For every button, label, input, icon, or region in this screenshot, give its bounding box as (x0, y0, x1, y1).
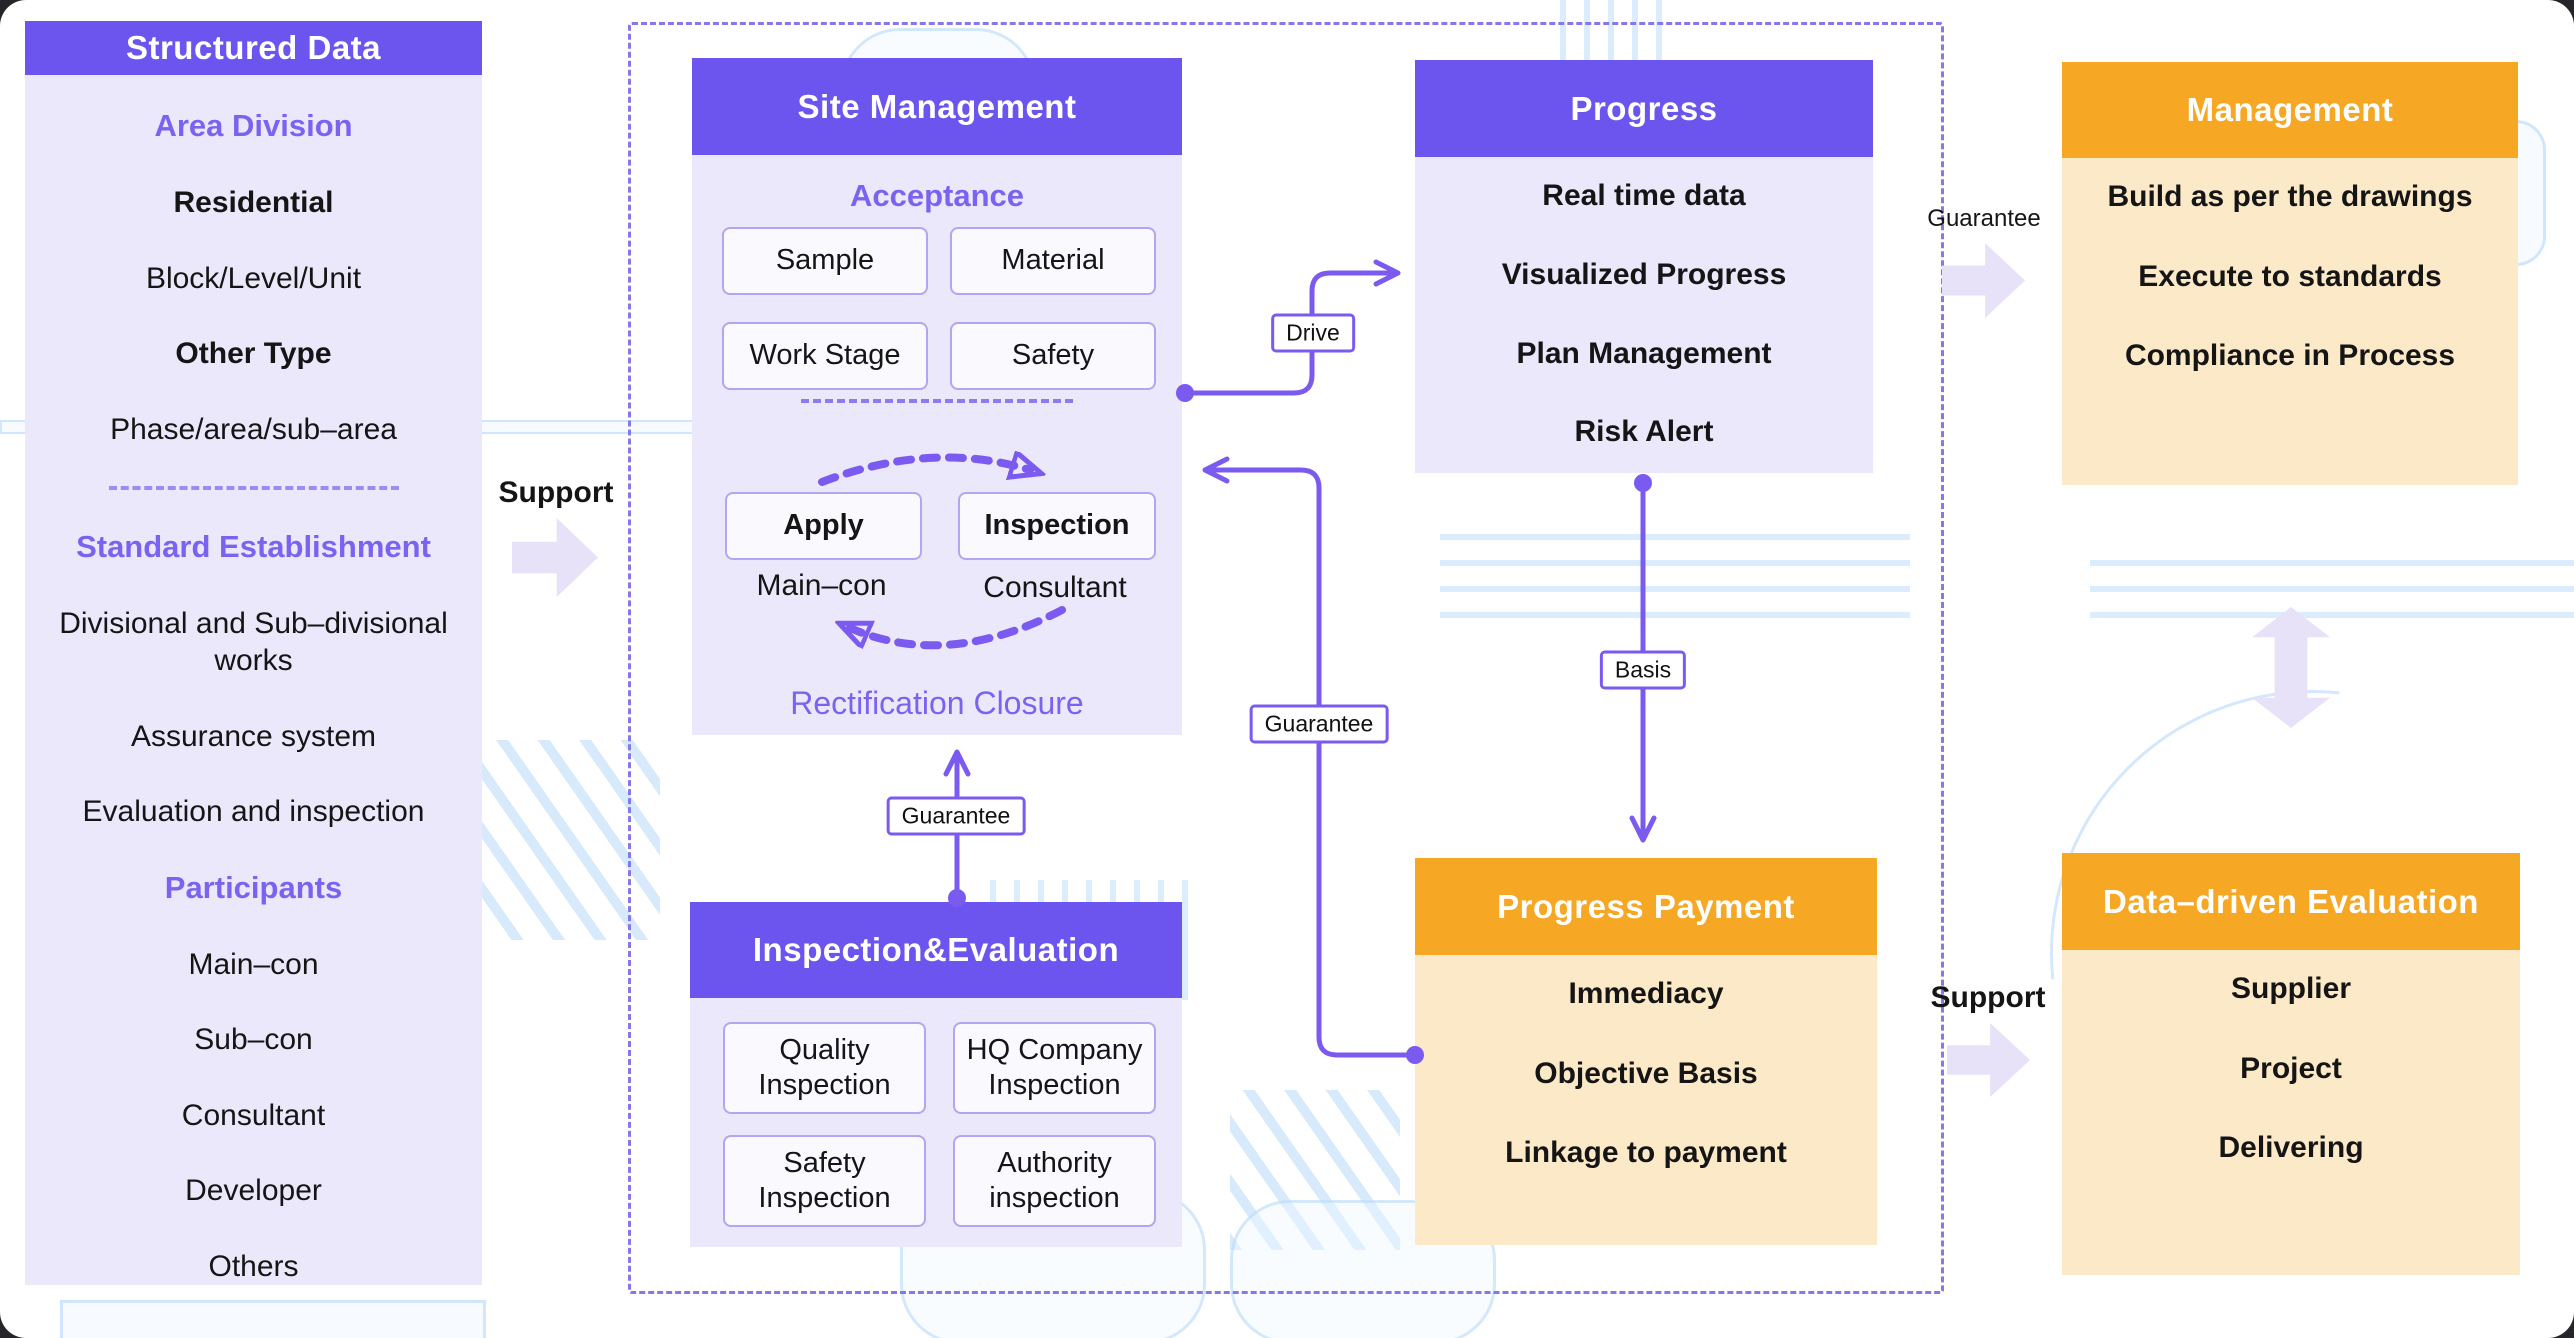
apply-node: Apply (725, 492, 922, 560)
structured-data-header: Structured Data (25, 21, 482, 76)
management-evaluation-updown-arrow-icon (2252, 607, 2330, 728)
progress-panel: Progress Real time data Visualized Progr… (1415, 60, 1873, 473)
data-driven-evaluation-body: Supplier Project Delivering (2062, 950, 2520, 1275)
list-item: Risk Alert (1574, 415, 1714, 449)
list-item: Block/Level/Unit (145, 261, 362, 295)
management-guarantee-label: Guarantee (1927, 205, 2041, 232)
list-item: Sub–con (194, 1023, 313, 1056)
data-driven-evaluation-header: Data–driven Evaluation (2062, 853, 2520, 950)
list-item: Objective Basis (1534, 1056, 1758, 1090)
list-item: Other Type (175, 337, 332, 370)
site-management-header: Site Management (692, 58, 1182, 155)
inspection-evaluation-header: Inspection&Evaluation (690, 902, 1182, 998)
acceptance-heading: Acceptance (849, 178, 1025, 213)
progress-payment-panel: Progress Payment Immediacy Objective Bas… (1415, 858, 1877, 1245)
drive-label: Drive (1271, 313, 1355, 353)
progress-body: Real time data Visualized Progress Plan … (1415, 157, 1873, 473)
inspection-evaluation-title: Inspection&Evaluation (752, 931, 1120, 968)
list-item: Plan Management (1516, 336, 1772, 370)
quality-inspection-node: Quality Inspection (723, 1022, 926, 1114)
list-item: Phase/area/sub–area (110, 412, 397, 446)
inspection-evaluation-panel: Inspection&Evaluation Quality Inspection… (690, 902, 1182, 1247)
list-item: Linkage to payment (1505, 1136, 1787, 1169)
acceptance-node-work-stage: Work Stage (722, 322, 928, 390)
hq-company-inspection-node: HQ Company Inspection (953, 1022, 1156, 1114)
list-item: Project (2240, 1051, 2342, 1085)
rectification-closure-label: Rectification Closure (790, 685, 1084, 721)
section-divider (801, 399, 1073, 403)
inspection-sub-label: Consultant (983, 571, 1127, 604)
list-item: Execute to standards (2138, 259, 2442, 293)
list-item: Visualized Progress (1501, 257, 1787, 291)
blueprint-shape (60, 1300, 486, 1338)
management-panel: Management Build as per the drawings Exe… (2062, 62, 2518, 485)
support-left-label: Support (498, 476, 614, 509)
list-item: Main–con (188, 947, 319, 981)
safety-inspection-node: Safety Inspection (723, 1135, 926, 1227)
list-item: Assurance system (130, 719, 377, 753)
support-left-block-arrow-icon (512, 518, 598, 597)
support-bottom-label: Support (1930, 981, 2046, 1014)
list-item: Residential (173, 186, 334, 219)
data-driven-evaluation-panel: Data–driven Evaluation Supplier Project … (2062, 853, 2520, 1275)
structured-data-title: Structured Data (125, 29, 382, 67)
progress-payment-body: Immediacy Objective Basis Linkage to pay… (1415, 955, 1877, 1245)
acceptance-node-material: Material (950, 227, 1156, 295)
list-item: Delivering (2218, 1131, 2364, 1164)
data-driven-evaluation-title: Data–driven Evaluation (2103, 882, 2479, 920)
list-item: Participants (164, 869, 343, 905)
section-divider (108, 486, 399, 490)
list-item: Others (208, 1249, 299, 1283)
progress-payment-title: Progress Payment (1497, 887, 1795, 925)
apply-sub-label: Main–con (756, 569, 887, 602)
list-item: Area Division (154, 108, 353, 144)
site-management-panel: Site Management Acceptance Sample Materi… (692, 58, 1182, 735)
list-item: Compliance in Process (2124, 339, 2456, 372)
acceptance-node-sample: Sample (722, 227, 928, 295)
list-item: Standard Establishment (76, 529, 431, 564)
progress-payment-header: Progress Payment (1415, 858, 1877, 955)
list-item: Developer (185, 1174, 322, 1207)
acceptance-node-safety: Safety (950, 322, 1156, 390)
management-body: Build as per the drawings Execute to sta… (2062, 158, 2518, 485)
list-item: Build as per the drawings (2107, 180, 2473, 213)
list-item: Evaluation and inspection (82, 795, 425, 829)
management-header: Management (2062, 62, 2518, 158)
list-item: Immediacy (1568, 977, 1724, 1010)
inspection-guarantee-label: Guarantee (886, 796, 1026, 836)
list-item: Consultant (181, 1098, 326, 1132)
progress-header: Progress (1415, 60, 1873, 157)
progress-title: Progress (1570, 89, 1718, 127)
blueprint-shape (2090, 560, 2574, 620)
payment-guarantee-label: Guarantee (1249, 704, 1389, 744)
structured-data-body: Area Division Residential Block/Level/Un… (25, 75, 482, 1285)
site-management-title: Site Management (797, 87, 1077, 125)
management-title: Management (2186, 91, 2394, 128)
management-guarantee-block-arrow-icon (1942, 243, 2025, 318)
authority-inspection-node: Authority inspection (953, 1135, 1156, 1227)
inspection-evaluation-body: Quality Inspection HQ Company Inspection… (690, 998, 1182, 1247)
list-item: Supplier (2230, 972, 2351, 1005)
core-process-dashed-border (628, 22, 1944, 1294)
site-management-body: Acceptance Sample Material Work Stage Sa… (692, 155, 1182, 735)
inspection-node: Inspection (958, 492, 1156, 560)
support-bottom-block-arrow-icon (1947, 1023, 2030, 1097)
list-item: Divisional and Sub–divisional works (59, 606, 448, 678)
basis-label: Basis (1599, 650, 1687, 690)
structured-data-panel: Structured Data Area Division Residentia… (25, 21, 482, 1285)
list-item: Real time data (1542, 179, 1746, 212)
